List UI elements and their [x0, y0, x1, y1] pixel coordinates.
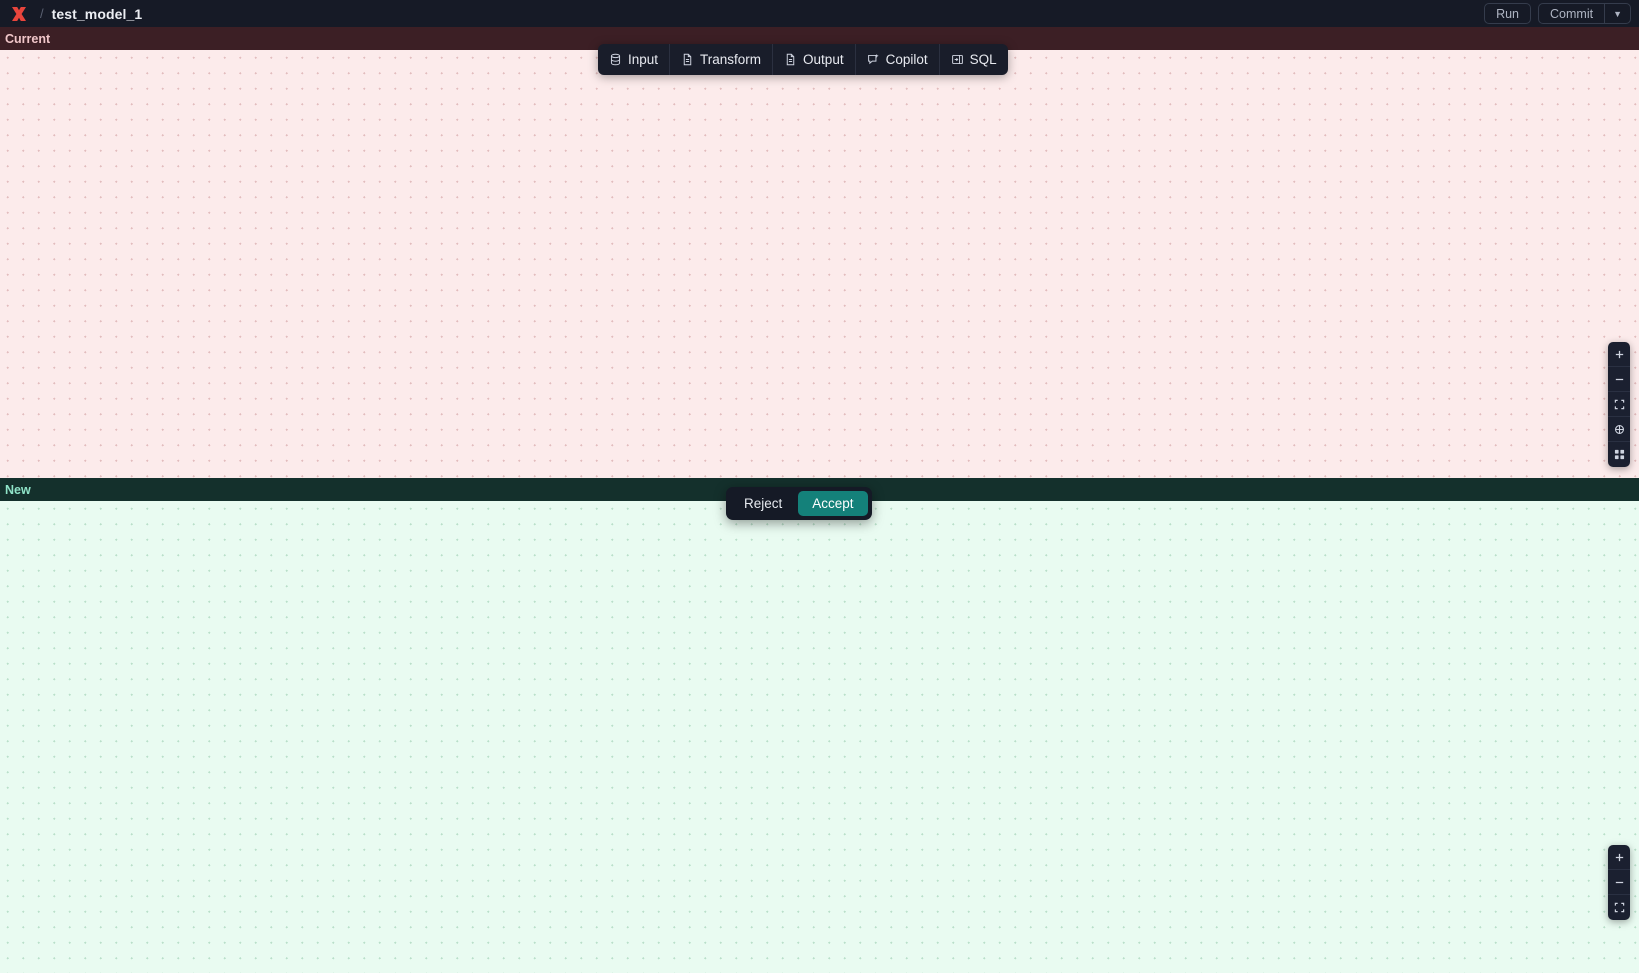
- current-canvas-zoom-controls: [1608, 342, 1630, 467]
- toolbar-item-output[interactable]: Output: [773, 44, 856, 75]
- minimap-icon[interactable]: [1608, 442, 1630, 467]
- zoom-out-icon[interactable]: [1608, 870, 1630, 895]
- page-title: test_model_1: [52, 6, 143, 22]
- app-header: / test_model_1 Run Commit ▼: [0, 0, 1639, 27]
- edge-layer: [0, 501, 1639, 973]
- toolbar-item-input[interactable]: Input: [598, 44, 670, 75]
- sql-panel-icon: [951, 53, 964, 66]
- new-canvas[interactable]: fct_github_pull_requests Model Na: [0, 501, 1639, 973]
- toolbar-item-label: Copilot: [886, 52, 928, 67]
- accept-button[interactable]: Accept: [798, 491, 867, 516]
- lock-viewport-icon[interactable]: [1608, 417, 1630, 442]
- zoom-in-icon[interactable]: [1608, 342, 1630, 367]
- toolbar-item-label: SQL: [970, 52, 997, 67]
- toolbar-item-copilot[interactable]: Copilot: [856, 44, 940, 75]
- commit-button-group[interactable]: Commit ▼: [1538, 3, 1631, 24]
- new-panel: New: [0, 478, 1639, 973]
- document-icon: [784, 53, 797, 66]
- toolbar-item-label: Input: [628, 52, 658, 67]
- app-header-actions: Run Commit ▼: [1484, 3, 1631, 24]
- breadcrumb-separator: /: [40, 6, 44, 21]
- diff-decision-bar: Reject Accept: [726, 487, 872, 520]
- commit-button[interactable]: Commit: [1539, 4, 1604, 23]
- sdf-logo-icon[interactable]: [8, 3, 30, 25]
- new-canvas-zoom-controls: [1608, 845, 1630, 920]
- current-canvas[interactable]: [0, 50, 1639, 478]
- toolbar-item-sql[interactable]: SQL: [940, 44, 1008, 75]
- sparkle-chat-icon: [867, 53, 880, 66]
- toolbar-item-transform[interactable]: Transform: [670, 44, 773, 75]
- reject-button[interactable]: Reject: [730, 491, 796, 516]
- fit-screen-icon[interactable]: [1608, 895, 1630, 920]
- toolbar-item-label: Transform: [700, 52, 761, 67]
- toolbar-item-label: Output: [803, 52, 844, 67]
- fit-screen-icon[interactable]: [1608, 392, 1630, 417]
- zoom-in-icon[interactable]: [1608, 845, 1630, 870]
- chevron-down-icon[interactable]: ▼: [1604, 4, 1630, 23]
- run-button[interactable]: Run: [1484, 3, 1531, 24]
- zoom-out-icon[interactable]: [1608, 367, 1630, 392]
- document-icon: [681, 53, 694, 66]
- database-icon: [609, 53, 622, 66]
- current-panel: Current: [0, 27, 1639, 478]
- node-toolbar: Input Transform Output: [598, 44, 1008, 75]
